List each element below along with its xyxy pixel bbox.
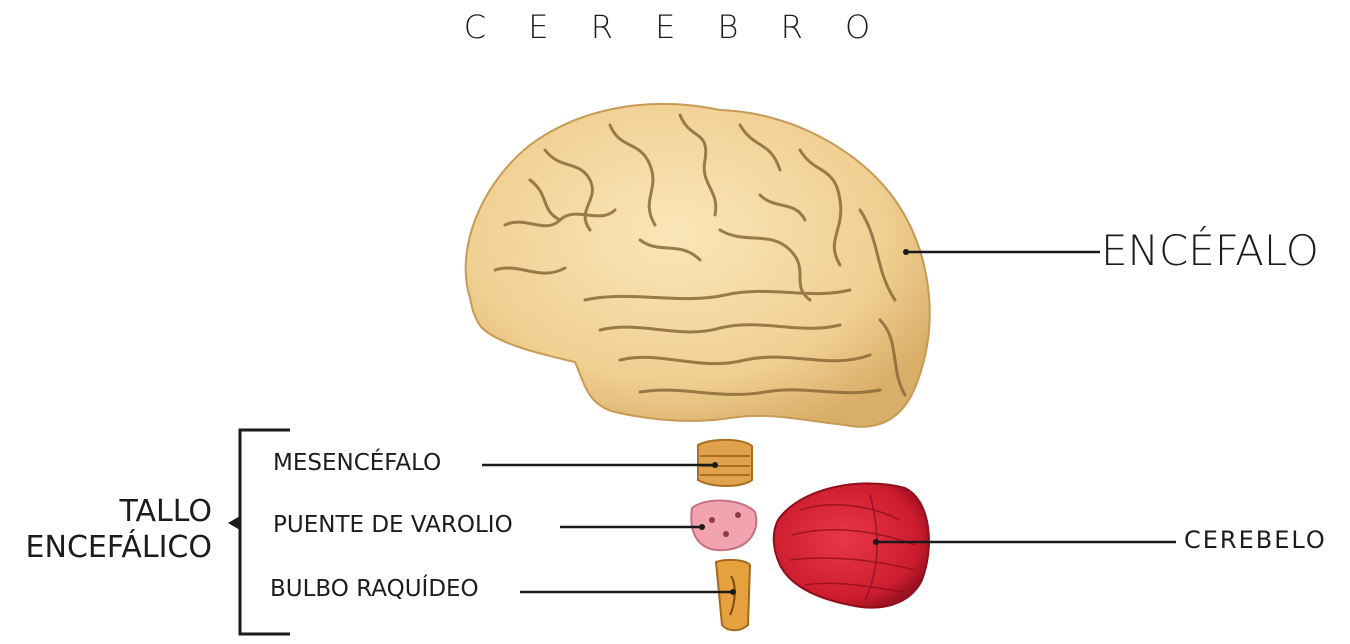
mesencefalo-label: MESENCÉFALO [273,450,442,476]
puente-label: PUENTE DE VAROLIO [273,512,513,538]
diagram-title: C E R E B R O [463,8,887,46]
mesencefalo-structure [697,438,753,487]
cerebelo-structure [772,482,930,609]
tallo-label: TALLO ENCEFÁLICO [0,494,212,566]
tallo-label-line1: TALLO [119,494,213,529]
puente-structure [690,499,758,552]
tallo-bracket [228,428,290,636]
tallo-label-line2: ENCEFÁLICO [25,530,212,565]
bulbo-structure [714,558,752,632]
bulbo-label: BULBO RAQUÍDEO [270,576,479,602]
encefalo-label: ENCÉFALO [1101,226,1319,275]
cerebrum [464,102,931,428]
cerebelo-label: CEREBELO [1184,526,1327,554]
